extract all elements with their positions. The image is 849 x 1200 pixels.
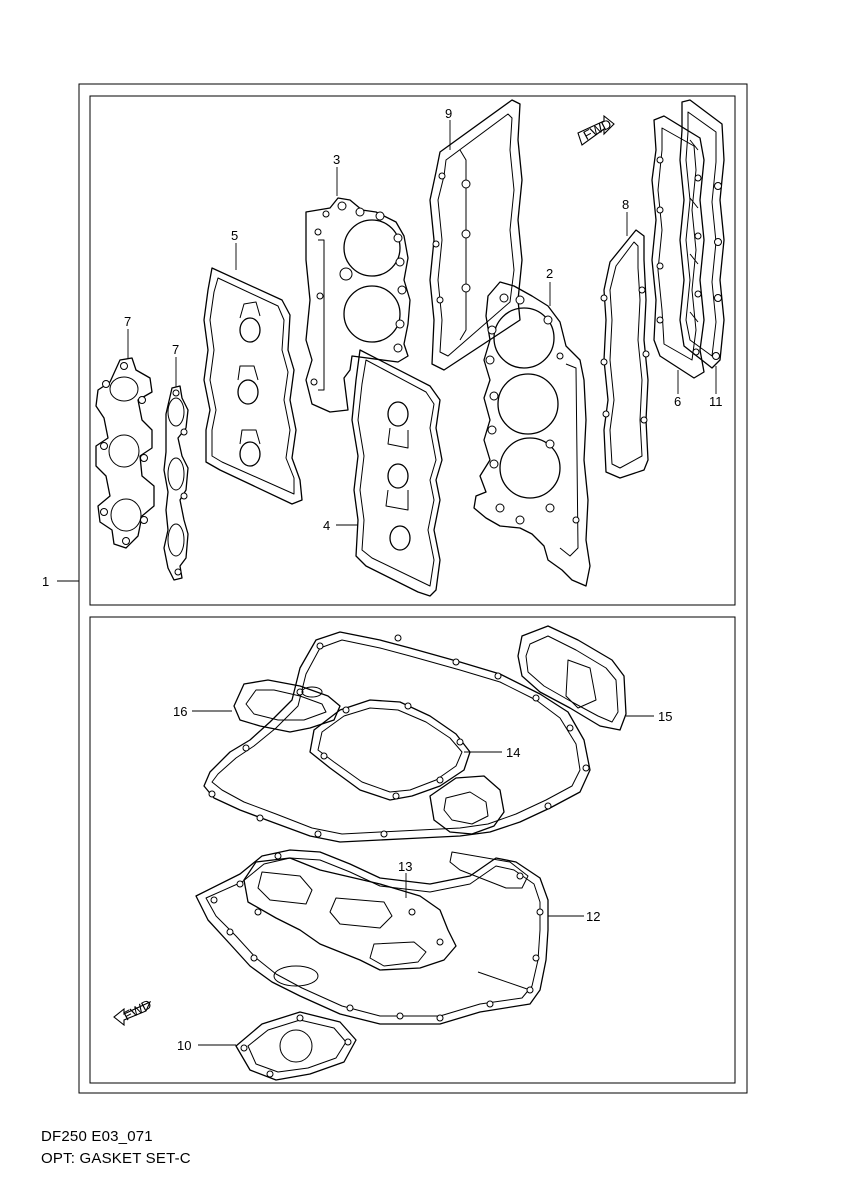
lower-panel: [89, 616, 736, 1084]
callout-4: 4: [323, 518, 330, 533]
callout-1: 1: [42, 574, 49, 589]
gasket-12-crankcase: [195, 849, 549, 1025]
diagram-code: DF250 E03_071: [41, 1128, 153, 1145]
gasket-5-cover: [203, 267, 303, 505]
gasket-8: [600, 229, 650, 479]
gasket-11: [679, 99, 725, 369]
callout-2: 2: [546, 266, 553, 281]
gasket-16: [233, 679, 341, 733]
gasket-15: [517, 625, 627, 731]
gasket-4-cover: [351, 349, 443, 597]
svg-text:FWD: FWD: [581, 116, 614, 143]
gasket-7-exhaust-left: [95, 357, 155, 549]
diagram-title: OPT: GASKET SET-C: [41, 1150, 191, 1167]
gasket-2-head: [473, 281, 591, 587]
gasket-block-lower: [203, 631, 591, 843]
upper-panel: [89, 95, 736, 606]
callout-11: 11: [709, 394, 723, 409]
fwd-arrow-icon: FWD: [113, 996, 154, 1027]
outer-frame: [78, 83, 748, 1094]
callout-8: 8: [622, 197, 629, 212]
gasket-6: [651, 115, 705, 379]
callout-13: 13: [398, 859, 412, 874]
callout-7b: 7: [172, 342, 179, 357]
callout-3: 3: [333, 152, 340, 167]
gasket-7-exhaust-right: [163, 385, 189, 581]
svg-text:FWD: FWD: [121, 996, 154, 1023]
gasket-9: [429, 99, 523, 371]
callout-9: 9: [445, 106, 452, 121]
callout-7a: 7: [124, 314, 131, 329]
callout-5: 5: [231, 228, 238, 243]
gasket-13: [243, 852, 457, 971]
callout-16: 16: [173, 704, 187, 719]
callout-6: 6: [674, 394, 681, 409]
gasket-center-small: [429, 775, 505, 835]
callout-15: 15: [658, 709, 672, 724]
gasket-14: [309, 699, 471, 801]
gasket-3-head: [305, 197, 411, 413]
callout-14: 14: [506, 745, 520, 760]
gasket-10: [235, 1011, 357, 1081]
fwd-arrow-icon: FWD: [577, 114, 615, 146]
callout-12: 12: [586, 909, 600, 924]
callout-10: 10: [177, 1038, 191, 1053]
